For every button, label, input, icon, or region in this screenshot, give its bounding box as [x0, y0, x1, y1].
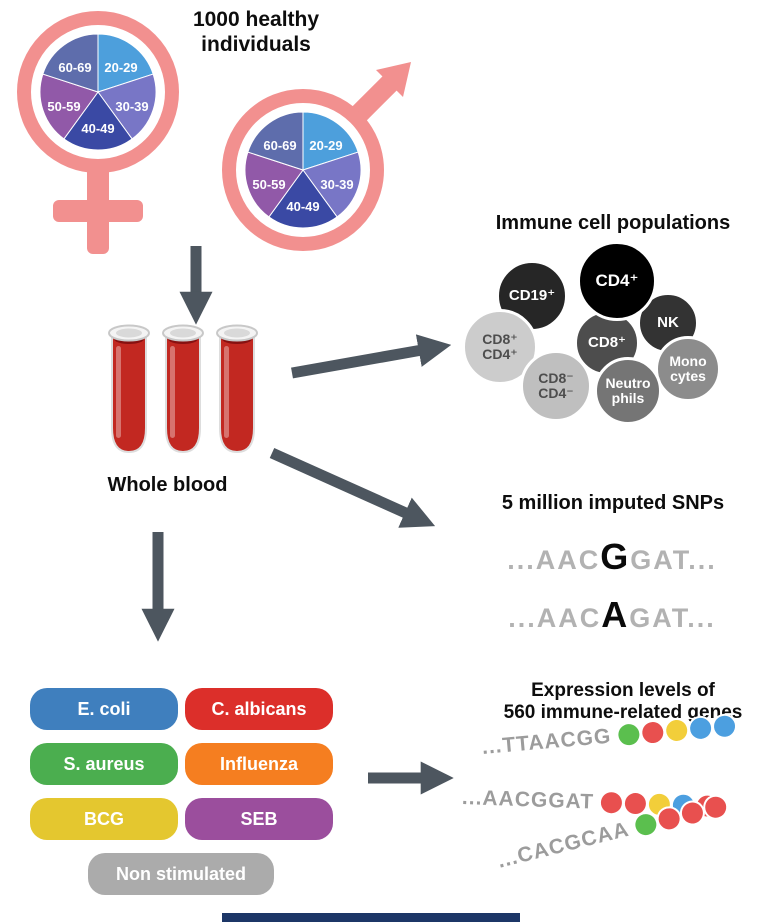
male-age-pie: 20-29 30-39 40-49 50-59 60-69: [244, 111, 362, 229]
tube-body: [165, 333, 201, 454]
age-slice-40-49: [63, 91, 133, 151]
test-tube: [216, 324, 258, 454]
age-slice-60-69: [42, 33, 99, 93]
snp2-prefix: ...AAC: [508, 602, 602, 633]
snps-title: 5 million imputed SNPs: [501, 492, 725, 514]
whole-blood-label: Whole blood: [107, 474, 228, 496]
yellow-bead: [665, 719, 688, 742]
age-slice-30-39: [97, 73, 157, 140]
stimulus-pill-influenza: Influenza: [185, 743, 333, 785]
female-symbol: 20-29 30-39 40-49 50-59 60-69: [17, 11, 179, 254]
stimulus-pill-ecoli: E. coli: [30, 688, 178, 730]
tube-highlight: [116, 346, 121, 438]
male-arrow-shaft: [347, 74, 399, 126]
female-cross-horizontal: [53, 200, 143, 222]
tube-body: [111, 333, 147, 454]
age-slice-40-49: [268, 169, 338, 229]
expression-title-line1: Expression levels of: [531, 680, 715, 701]
green-bead: [632, 811, 659, 838]
snp1-suffix: GAT...: [630, 545, 717, 575]
expression-title: Expression levels of 560 immune-related …: [478, 680, 768, 725]
male-arrow-head: [376, 62, 411, 97]
test-tube: [162, 324, 204, 454]
immune-cells-cluster: CD19⁺ CD8⁺ CD4⁺ NK Mono cytes CD8⁻ CD4⁻ …: [458, 238, 768, 433]
stimulus-pill-seb: SEB: [185, 798, 333, 840]
figure-title: 1000 healthy individuals: [192, 8, 320, 56]
age-slice-60-69: [247, 111, 304, 171]
age-label-60-69: 60-69: [263, 138, 296, 153]
footer-bar: [222, 913, 520, 922]
tube-highlight: [170, 346, 175, 438]
stimulus-pill-nonstimulated: Non stimulated: [88, 853, 274, 895]
tube-opening: [116, 328, 142, 338]
age-label-30-39: 30-39: [115, 99, 148, 114]
age-slice-30-39: [302, 151, 362, 218]
age-label-40-49: 40-49: [286, 199, 319, 214]
stimulus-pill-bcg: BCG: [30, 798, 178, 840]
test-tube: [108, 324, 150, 454]
female-age-pie: 20-29 30-39 40-49 50-59 60-69: [39, 33, 157, 151]
age-label-30-39: 30-39: [320, 177, 353, 192]
red-bead: [624, 792, 647, 815]
red-bead: [656, 806, 682, 832]
age-label-50-59: 50-59: [252, 177, 285, 192]
male-symbol: 20-29 30-39 40-49 50-59 60-69: [222, 62, 411, 251]
age-slice-20-29: [97, 33, 154, 93]
arrow-blood-to-snps: [269, 447, 436, 528]
snp1-prefix: ...AAC: [507, 545, 601, 575]
snp-sequences: ...AACGGAT... ...AACAGAT...: [462, 528, 762, 643]
red-bead: [641, 721, 664, 744]
tube-body: [219, 333, 255, 454]
cell-neutrophils: Neutro phils: [594, 357, 662, 425]
tube-opening: [170, 328, 196, 338]
blue-bead: [712, 714, 736, 738]
stimulus-pill-calbicans: C. albicans: [185, 688, 333, 730]
age-slice-50-59: [244, 151, 304, 218]
age-label-40-49: 40-49: [81, 121, 114, 136]
stimulus-pill-saureus: S. aureus: [30, 743, 178, 785]
snp-sequence-2: ...AACAGAT...: [462, 586, 762, 644]
tube-highlight: [224, 346, 229, 438]
age-label-20-29: 20-29: [104, 60, 137, 75]
snp1-variant-allele: G: [600, 536, 631, 577]
immune-cells-title: Immune cell populations: [495, 212, 731, 234]
snp2-suffix: GAT...: [629, 602, 716, 633]
cell-cd8neg-cd4neg: CD8⁻ CD4⁻: [520, 350, 592, 422]
tube-opening: [224, 328, 250, 338]
age-label-20-29: 20-29: [309, 138, 342, 153]
cell-monocytes: Mono cytes: [655, 336, 721, 402]
age-label-60-69: 60-69: [58, 60, 91, 75]
gene-sequence-2: ...AACGGAT: [461, 786, 595, 814]
blood-tubes: [108, 324, 258, 454]
expression-title-line2: 560 immune-related genes: [503, 702, 743, 724]
green-bead: [617, 723, 641, 747]
age-label-50-59: 50-59: [47, 99, 80, 114]
blue-bead: [689, 717, 712, 740]
cell-cd4: CD4⁺: [577, 241, 657, 321]
red-bead: [600, 791, 623, 814]
cell-cd8pos-cd4pos: CD8⁺ CD4⁺: [462, 309, 538, 385]
snp2-variant-allele: A: [601, 593, 630, 635]
red-bead: [679, 800, 705, 826]
age-slice-20-29: [302, 111, 359, 171]
arrow-blood-to-cells: [291, 334, 452, 379]
snp-sequence-1: ...AACGGAT...: [462, 528, 762, 586]
age-slice-50-59: [39, 73, 99, 140]
